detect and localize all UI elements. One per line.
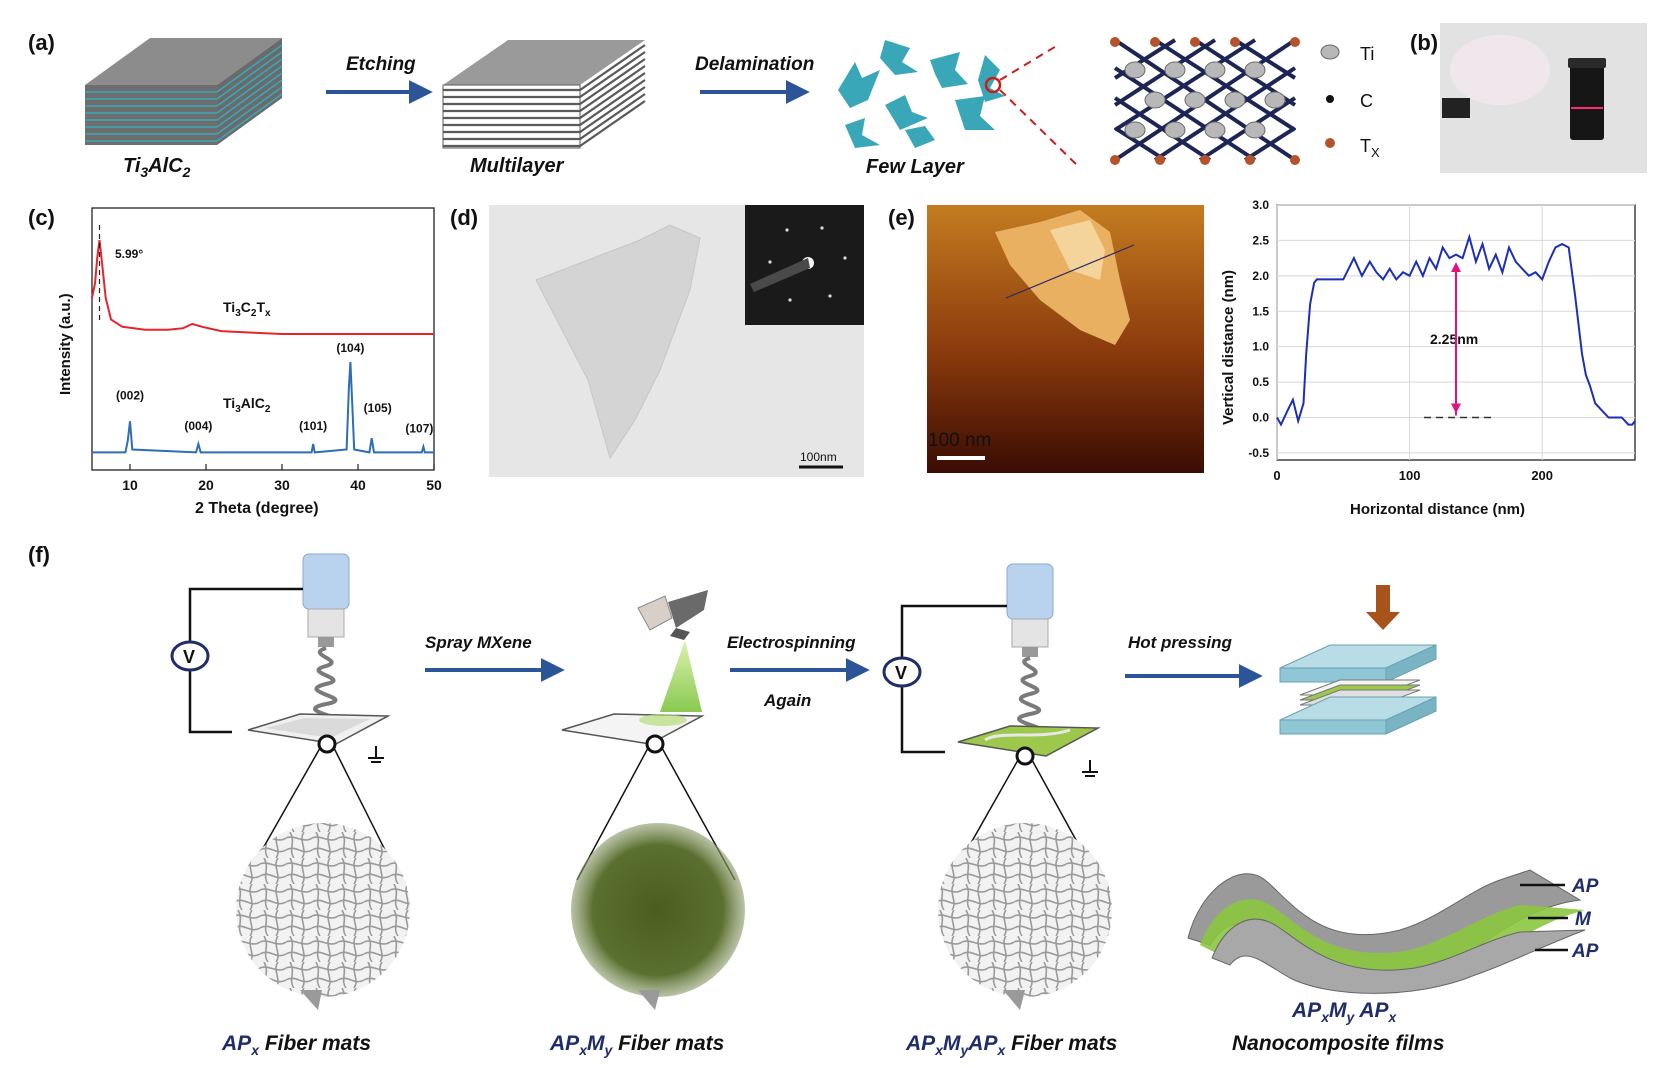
- profile-ylabel: Vertical distance (nm): [1220, 270, 1237, 425]
- panel-e-afm: 100 nm: [927, 205, 1204, 473]
- spray-gun-icon: [637, 595, 673, 631]
- profile-ytick-label: 2.5: [1252, 233, 1269, 247]
- profile-ytick-label: 1.0: [1252, 340, 1269, 354]
- tem-flake: [535, 224, 701, 460]
- profile-ytick-label: 0.5: [1252, 375, 1269, 389]
- xrd-xtick-label: 30: [274, 477, 290, 493]
- crystal-lattice: [1110, 37, 1300, 165]
- xrd-series-1: [92, 361, 434, 454]
- xrd-reflection-label: (107): [405, 422, 433, 436]
- voltage-icon: [170, 640, 210, 672]
- profile-series: [1276, 233, 1636, 427]
- layer-label-bot: AP: [1571, 941, 1599, 962]
- label-few-layer: Few Layer: [866, 156, 965, 178]
- c-atom-icon: [1326, 95, 1334, 103]
- legend-c: C: [1360, 91, 1373, 111]
- xrd-chart: 2 Theta (degree) Intensity (a.u.) 5.99° …: [57, 207, 442, 517]
- multilayer-block: [442, 40, 646, 149]
- stage2-spray: [561, 590, 745, 1010]
- layer-label-mid: M: [1575, 909, 1592, 930]
- panel-label-b: (b): [1410, 30, 1438, 55]
- xrd-series-label-ti3c2tx: Ti3C2Tx: [223, 299, 271, 319]
- xrd-series-0: [91, 239, 434, 335]
- profile-xlabel: Horizontal distance (nm): [1350, 501, 1525, 518]
- profile-ytick-label: 0.0: [1252, 411, 1269, 425]
- fiber-mat-1: [236, 823, 410, 997]
- fiber-mat-3: [938, 823, 1112, 997]
- panel-b-photo: [1440, 23, 1647, 173]
- xrd-peak-annotation: 5.99°: [115, 247, 143, 261]
- xrd-reflection-label: (004): [184, 419, 212, 433]
- panel-label-f: (f): [28, 542, 50, 567]
- panel-f: V Spray MXene Electrosp: [170, 553, 1599, 1058]
- layer-label-top: AP: [1571, 876, 1599, 897]
- press-arrow-icon: [1376, 585, 1390, 613]
- profile-ytick-label: 3.0: [1252, 198, 1269, 212]
- xrd-reflection-label: (101): [299, 419, 327, 433]
- panel-label-d: (d): [450, 205, 478, 230]
- profile-xtick-label: 0: [1273, 468, 1280, 483]
- xrd-xtick-label: 20: [198, 477, 214, 493]
- legend-ti: Ti: [1360, 44, 1374, 64]
- profile-xtick-label: 100: [1399, 468, 1421, 483]
- profile-ytick-label: -0.5: [1248, 446, 1269, 460]
- legend-tx: TX: [1360, 136, 1380, 160]
- xrd-ylabel: Intensity (a.u.): [57, 293, 74, 395]
- xrd-xtick-label: 10: [122, 477, 138, 493]
- spray-cone: [660, 640, 702, 712]
- label-etching: Etching: [346, 54, 416, 75]
- voltage-label-2: V: [895, 663, 907, 683]
- fiber-mat-2: [571, 823, 745, 997]
- afm-profile-line: [1005, 244, 1135, 299]
- label-multilayer: Multilayer: [470, 155, 565, 177]
- height-profile-chart: Horizontal distance (nm) Vertical distan…: [1220, 198, 1636, 518]
- xrd-xlabel: 2 Theta (degree): [195, 500, 319, 517]
- fiber-jet: [313, 646, 339, 726]
- caption-film: Nanocomposite films: [1232, 1032, 1444, 1055]
- label-ti3alc2: Ti3AlC2: [123, 155, 191, 180]
- stage3-electrospinning: V: [882, 563, 1112, 1010]
- label-electro: Electrospinning: [727, 633, 856, 652]
- panel-a: Ti3AlC2 Etching Multilayer Delamination: [85, 37, 1380, 180]
- caption-apx: APx Fiber mats: [221, 1032, 371, 1058]
- syringe-icon-2: [1006, 563, 1054, 620]
- xrd-reflection-label: (104): [336, 341, 364, 355]
- syringe-icon: [302, 553, 350, 610]
- voltage-label-1: V: [183, 647, 195, 667]
- label-again: Again: [763, 691, 811, 710]
- hot-press: [1279, 585, 1437, 735]
- label-delamination: Delamination: [695, 54, 814, 75]
- nanocomposite-film: AP M AP: [1187, 869, 1599, 994]
- vial-icon: [1570, 62, 1604, 140]
- voltage-icon-2: [882, 656, 922, 688]
- panel-d-tem: 100nm: [489, 205, 864, 477]
- xrd-frame: [91, 207, 435, 471]
- label-spray: Spray MXene: [425, 633, 532, 652]
- label-hot: Hot pressing: [1128, 633, 1233, 652]
- xrd-series-label-ti3alc2: Ti3AlC2: [223, 395, 271, 415]
- mxene-flakes: [838, 40, 1005, 148]
- stage1-electrospinning: V: [170, 553, 410, 1010]
- xrd-reflection-label: (105): [364, 401, 392, 415]
- ti3alc2-block: [85, 38, 283, 145]
- caption-film-formula: APxMy APx: [1291, 999, 1398, 1025]
- profile-ytick-label: 2.0: [1252, 269, 1269, 283]
- caption-apxmy: APxMy Fiber mats: [549, 1032, 724, 1058]
- tx-atom-icon: [1325, 138, 1335, 148]
- tem-scalebar-label: 100nm: [800, 450, 837, 464]
- profile-ytick-label: 1.5: [1252, 304, 1269, 318]
- xrd-xtick-label: 50: [426, 477, 442, 493]
- caption-apxmyapx: APxMyAPx Fiber mats: [905, 1032, 1117, 1058]
- xrd-reflection-label: (002): [116, 388, 144, 402]
- panel-label-e: (e): [888, 205, 915, 230]
- afm-scalebar-label: 100 nm: [928, 430, 991, 451]
- profile-annotation: 2.25nm: [1430, 331, 1478, 347]
- ti-atom-icon: [1320, 44, 1340, 60]
- xrd-xtick-label: 40: [350, 477, 366, 493]
- panel-label-c: (c): [28, 205, 55, 230]
- profile-xtick-label: 200: [1531, 468, 1553, 483]
- panel-label-a: (a): [28, 30, 55, 55]
